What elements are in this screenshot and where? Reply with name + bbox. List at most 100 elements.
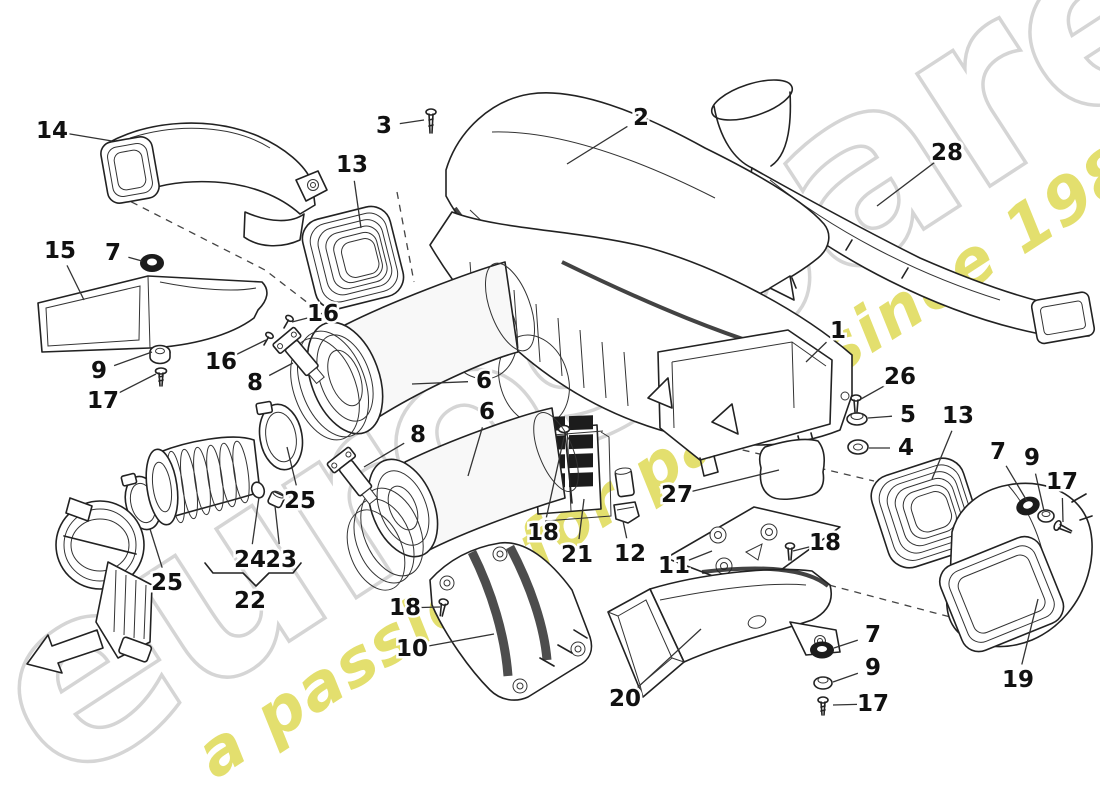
leader-line-24 (251, 496, 260, 545)
callout-17[interactable]: 17 (1043, 467, 1080, 498)
leader-line-13 (353, 180, 362, 229)
leader-line-28 (876, 162, 935, 207)
leader-line-13 (931, 430, 953, 480)
leader-line-21 (578, 498, 585, 540)
screw-26 (850, 394, 862, 413)
housing-1-air-cleaner-lower (429, 211, 853, 477)
callout-7[interactable]: 7 (862, 620, 883, 651)
throttle-body (55, 497, 153, 663)
callout-11[interactable]: 11 (655, 551, 692, 582)
leader-line-10 (427, 633, 495, 647)
leader-line-20 (636, 628, 702, 689)
filter-element-6-upper (290, 261, 536, 441)
nut-9-left (149, 344, 171, 365)
callout-7[interactable]: 7 (102, 238, 123, 269)
callout-3[interactable]: 3 (373, 111, 394, 142)
screw-3 (425, 108, 437, 134)
leader-line-23 (274, 505, 280, 545)
callout-16[interactable]: 16 (202, 347, 239, 378)
washer-9-right (1037, 509, 1055, 523)
leader-line-8 (363, 442, 405, 468)
callout-8[interactable]: 8 (244, 368, 265, 399)
heat-shield-10 (429, 541, 593, 701)
leader-line-9 (113, 351, 153, 367)
screw-17-bottom (817, 696, 829, 716)
grommet-7-bottom (810, 641, 834, 659)
callout-28[interactable]: 28 (928, 138, 965, 169)
leader-line-6 (467, 427, 484, 477)
leader-line-19 (1021, 598, 1039, 665)
callout-2[interactable]: 2 (630, 103, 651, 134)
callout-18[interactable]: 18 (524, 518, 561, 549)
leader-line-7 (833, 639, 859, 649)
callout-23[interactable]: 23 (262, 545, 299, 576)
duct-14-intake-left (100, 122, 328, 247)
foam-pad-27 (758, 438, 825, 501)
washer-5 (846, 412, 868, 426)
screw-16-b (263, 331, 274, 346)
leader-line-9 (832, 672, 859, 683)
callout-22[interactable]: 22 (231, 586, 268, 617)
callout-6[interactable]: 6 (476, 397, 497, 428)
callout-12[interactable]: 12 (611, 539, 648, 570)
callout-7[interactable]: 7 (987, 437, 1008, 468)
leader-line-2 (566, 125, 628, 165)
callout-24[interactable]: 24 (231, 545, 268, 576)
bellows-hose-22 (145, 436, 261, 526)
callout-9[interactable]: 9 (88, 356, 109, 387)
callout-14[interactable]: 14 (33, 116, 70, 147)
callout-6[interactable]: 6 (473, 366, 494, 397)
leader-line-14 (67, 132, 113, 142)
leader-line-17 (832, 703, 858, 706)
duct-15-scoop (37, 275, 268, 353)
screw-18-right (784, 542, 796, 561)
grommet-7-right (1016, 496, 1040, 516)
spacer-sleeve-12 (613, 467, 640, 524)
washer-9-bottom (813, 676, 833, 690)
callout-19[interactable]: 19 (999, 665, 1036, 696)
bracket-22-group (204, 562, 302, 587)
hose-clamp-25-mid (255, 400, 304, 471)
leader-line-8 (268, 362, 294, 377)
callout-16[interactable]: 16 (304, 299, 341, 330)
leader-line-17 (1061, 497, 1064, 523)
callout-25[interactable]: 25 (281, 486, 318, 517)
leader-line-16 (291, 317, 308, 323)
callout-26[interactable]: 26 (881, 362, 918, 393)
callout-13[interactable]: 13 (333, 150, 370, 181)
leader-line-15 (66, 265, 85, 301)
callout-1[interactable]: 1 (827, 316, 848, 347)
callout-17[interactable]: 17 (854, 689, 891, 720)
callout-5[interactable]: 5 (897, 400, 918, 431)
leader-line-7 (128, 256, 143, 262)
callout-8[interactable]: 8 (407, 420, 428, 451)
screw-17-right (1053, 519, 1073, 534)
clip-24 (250, 481, 266, 499)
callout-18[interactable]: 18 (806, 528, 843, 559)
leader-line-12 (622, 520, 628, 539)
callout-9[interactable]: 9 (1021, 443, 1042, 474)
callout-9[interactable]: 9 (862, 653, 883, 684)
leader-line-25 (149, 528, 163, 568)
screw-17-left (154, 367, 168, 387)
callout-18[interactable]: 18 (386, 593, 423, 624)
callout-17[interactable]: 17 (84, 386, 121, 417)
leader-line-18 (792, 546, 810, 552)
callout-20[interactable]: 20 (606, 684, 643, 715)
callout-13[interactable]: 13 (939, 401, 976, 432)
leader-line-16 (235, 339, 267, 356)
maf-sensor-8-upper (272, 326, 325, 385)
callout-15[interactable]: 15 (41, 236, 78, 267)
grommet-7-left (140, 254, 164, 272)
grommet-4 (847, 439, 869, 455)
callout-4[interactable]: 4 (895, 433, 916, 464)
callout-25[interactable]: 25 (148, 568, 185, 599)
callout-27[interactable]: 27 (658, 480, 695, 511)
callout-21[interactable]: 21 (558, 540, 595, 571)
leader-line-9 (1034, 473, 1045, 512)
callout-10[interactable]: 10 (393, 634, 430, 665)
bellows-13-left (301, 205, 405, 310)
leader-line-27 (692, 469, 780, 492)
